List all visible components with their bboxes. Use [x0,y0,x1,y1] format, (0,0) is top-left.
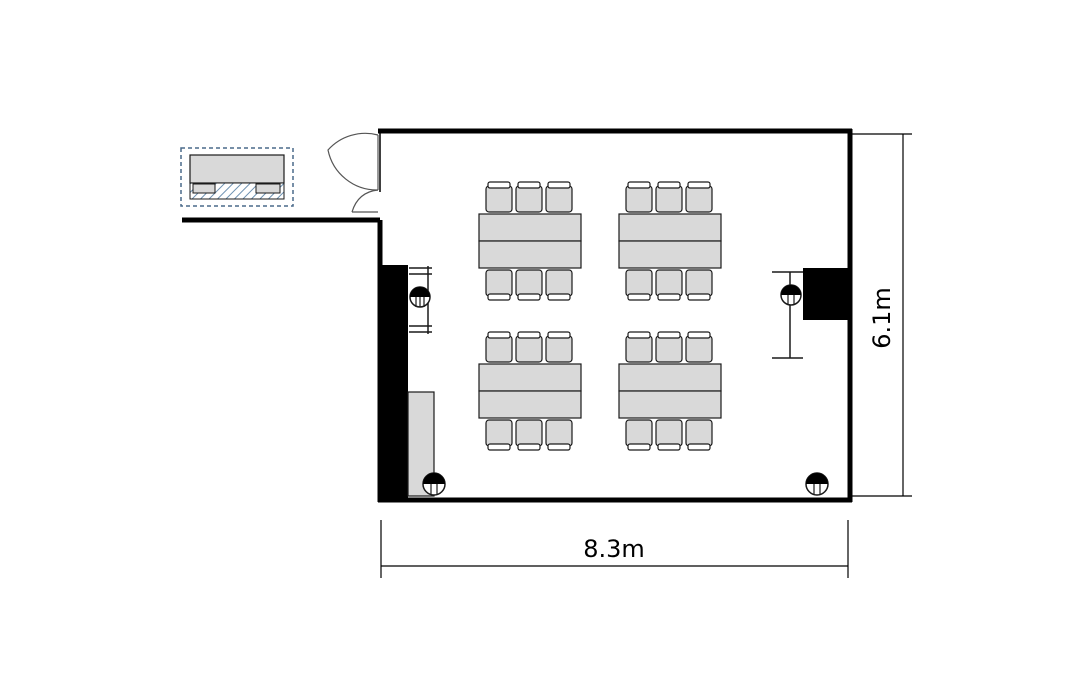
chair-icon [655,269,683,301]
outlet-icon [805,472,829,496]
table-icon [618,363,722,392]
chair-icon [545,269,573,301]
door-swing-icon [327,132,379,213]
chair-icon [685,269,713,301]
chair-icon [485,419,513,451]
chair-icon [685,419,713,451]
table-groups [478,181,722,451]
outlet-icon [422,472,446,496]
chair-icon [545,331,573,363]
table-group [618,181,722,301]
chair-icon [515,269,543,301]
chair-icon [515,331,543,363]
chair-icon [685,181,713,213]
chair-icon [625,181,653,213]
table-group [478,331,582,451]
speaker-icon [780,284,802,306]
depth-dimension [852,133,912,497]
table-icon [618,390,722,419]
chair-icon [485,269,513,301]
chair-icon [545,181,573,213]
chair-icon [545,419,573,451]
table-icon [478,363,582,392]
width-label: 8.3m [583,535,645,563]
table-group [478,181,582,301]
room-walls [182,128,853,503]
table-icon [478,213,582,242]
chair-icon [625,269,653,301]
table-group [618,331,722,451]
table-icon [618,240,722,269]
sofa-icon [180,147,294,207]
chair-icon [655,331,683,363]
chair-icon [655,419,683,451]
chair-icon [515,181,543,213]
chair-icon [485,331,513,363]
depth-label: 6.1m [868,287,896,349]
chair-icon [515,419,543,451]
chair-icon [485,181,513,213]
table-icon [478,390,582,419]
chair-icon [625,419,653,451]
chair-icon [625,331,653,363]
table-icon [478,240,582,269]
width-dimension [380,520,849,578]
lectern-icon [772,268,850,359]
chair-icon [655,181,683,213]
speaker-icon [409,286,431,308]
table-icon [618,213,722,242]
chair-icon [685,331,713,363]
